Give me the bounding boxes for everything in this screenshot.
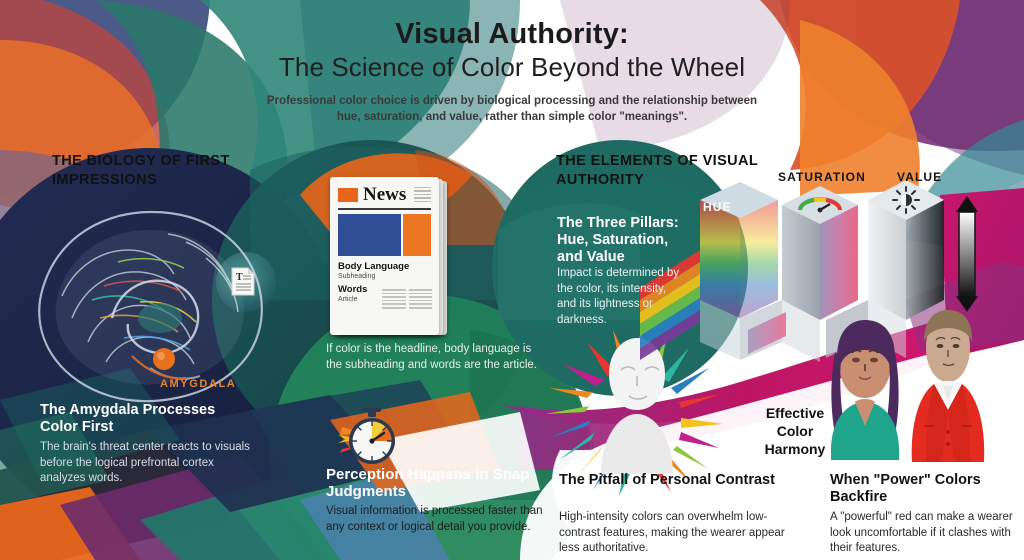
pillars-card-body: Impact is determined by the color, its i… — [557, 267, 680, 326]
page-lede: Professional color choice is driven by b… — [266, 95, 758, 123]
pillars-card-heading: The Three Pillars: Hue, Saturation, and … — [557, 215, 679, 265]
pillar-label-value: VALUE — [897, 170, 943, 184]
hue-pillar — [640, 182, 778, 360]
saturation-pillar — [740, 186, 858, 362]
newspaper-caption: If color is the headline, body language … — [326, 343, 537, 371]
newspaper-heading-2: Words — [338, 283, 368, 295]
perception-card-heading: Perception Happens in Snap Judgments — [326, 466, 530, 500]
stopwatch-icon — [338, 408, 395, 464]
newspaper-illustration: News Body Language Subheading Words Arti… — [330, 177, 447, 337]
page-title: Visual Authority: — [395, 18, 629, 50]
newspaper-rule — [338, 208, 431, 210]
power-card-body: A "powerful" red can make a wearer look … — [830, 511, 1013, 554]
brain-illustration — [38, 210, 263, 403]
newspaper-photo-orange — [403, 213, 431, 256]
newspaper-masthead-lines — [414, 186, 431, 203]
man-figure — [911, 310, 985, 462]
pillar-label-saturation: SATURATION — [778, 170, 866, 184]
harmony-heading: Effective Color Harmony — [764, 405, 826, 457]
newspaper-masthead-title: News — [363, 184, 407, 205]
newspaper-logo-block — [338, 187, 358, 202]
newspaper-heading-1: Body Language — [338, 260, 410, 272]
amygdala-label: AMYGDALA — [160, 378, 237, 390]
newspaper-image-row — [338, 213, 431, 256]
document-icon: T — [231, 267, 255, 296]
value-pillar — [826, 180, 944, 358]
pitfall-card-heading: The Pitfall of Personal Contrast — [559, 472, 775, 488]
svg-text:T: T — [236, 272, 243, 283]
newspaper-photo-blue — [338, 213, 401, 256]
perception-card-body: Visual information is processed faster t… — [326, 505, 543, 533]
section-heading-elements: THE ELEMENTS OF VISUAL AUTHORITY — [556, 153, 758, 188]
pillar-label-hue: HUE — [703, 200, 732, 214]
amygdala-card-heading: The Amygdala Processes Color First — [40, 402, 216, 435]
newspaper-columns — [382, 289, 432, 309]
section-heading-biology: THE BIOLOGY OF FIRST IMPRESSIONS — [52, 153, 230, 188]
rainbow-head-illustration — [545, 328, 723, 496]
woman-figure — [831, 320, 899, 460]
pitfall-card-body: High-intensity colors can overwhelm low-… — [559, 511, 785, 554]
newspaper-masthead: News — [338, 185, 431, 204]
value-slider-icon — [956, 196, 978, 312]
sun-icon — [892, 186, 920, 214]
page-subtitle: The Science of Color Beyond the Wheel — [278, 52, 746, 82]
newspaper-sub-2: Article — [338, 295, 358, 303]
amygdala-card-body: The brain's threat center reacts to visu… — [40, 441, 250, 484]
power-card-heading: When "Power" Colors Backfire — [830, 472, 981, 505]
newspaper-sub-1: Subheading — [338, 272, 376, 280]
newspaper-sheet-front: News Body Language Subheading Words Arti… — [330, 177, 439, 335]
